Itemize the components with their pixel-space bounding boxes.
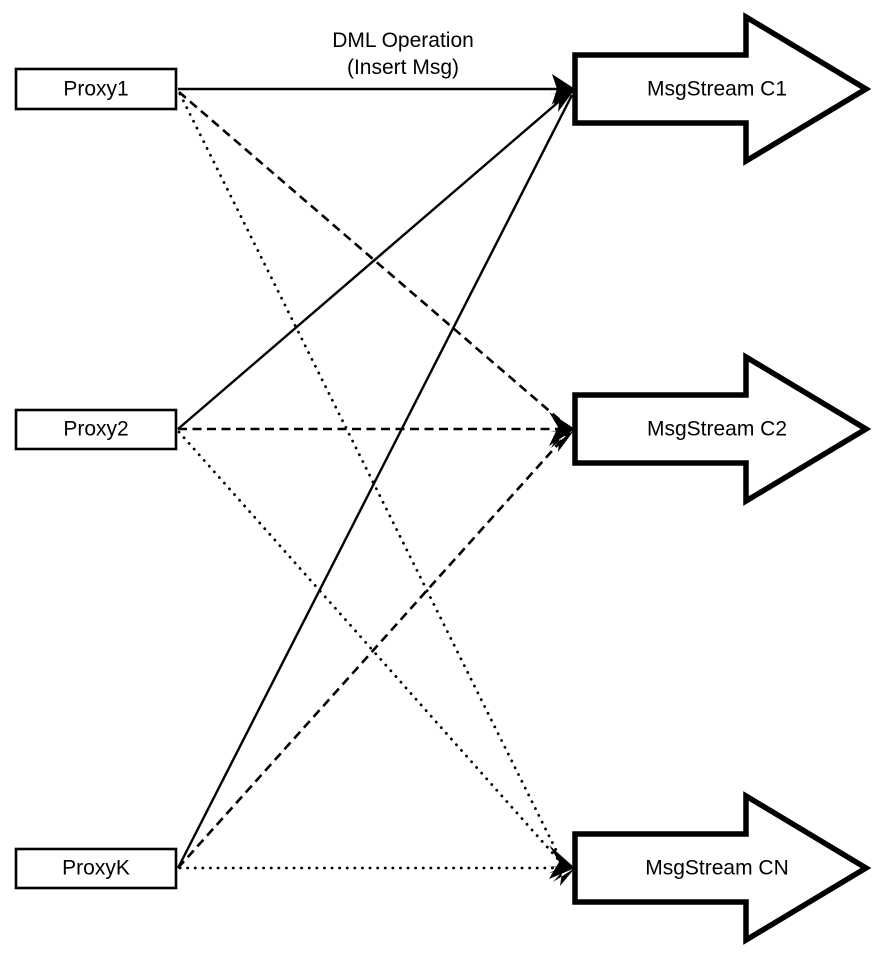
link-proxy2-to-c1 xyxy=(177,91,571,430)
proxy-node-1[interactable]: Proxy1 xyxy=(14,67,178,111)
proxy-label: Proxy1 xyxy=(63,78,128,101)
edge-label-line-1: DML Operation xyxy=(332,29,474,52)
link-proxy2-to-cn xyxy=(177,430,566,868)
msgstream-label: MsgStream C2 xyxy=(647,418,787,441)
link-proxy1-to-cn xyxy=(178,92,566,868)
link-proxyk-to-c1 xyxy=(176,94,574,869)
msgstream-arrow-shape[interactable] xyxy=(572,12,872,166)
stream-group-c2[interactable]: MsgStream C2 xyxy=(572,352,872,506)
proxy-box-shape[interactable] xyxy=(14,847,178,890)
link-proxy1-to-c2 xyxy=(178,91,569,428)
proxy-label: Proxy2 xyxy=(63,418,128,441)
proxy-node-k[interactable]: ProxyK xyxy=(14,847,178,890)
edge-label-dml-operation: DML Operation (Insert Msg) xyxy=(332,29,474,79)
proxy-label: ProxyK xyxy=(62,857,130,880)
arrowhead-cn xyxy=(548,845,575,886)
msgstream-arrow-shape[interactable] xyxy=(572,791,872,945)
msgstream-label: MsgStream C1 xyxy=(647,78,787,101)
proxy-box-shape[interactable] xyxy=(14,408,178,451)
stream-group-cn[interactable]: MsgStream CN xyxy=(572,791,872,945)
proxy-box-shape[interactable] xyxy=(14,67,178,111)
stream-group-c1[interactable]: MsgStream C1 xyxy=(572,12,872,166)
msgstream-label: MsgStream CN xyxy=(645,857,789,880)
arrowhead-c2 xyxy=(549,412,575,452)
arrowhead-c1 xyxy=(549,74,575,112)
msgstream-arrow-shape[interactable] xyxy=(572,352,872,506)
proxy-node-2[interactable]: Proxy2 xyxy=(14,408,178,451)
link-proxyk-to-c2 xyxy=(177,431,570,869)
edge-label-line-2: (Insert Msg) xyxy=(347,56,459,79)
